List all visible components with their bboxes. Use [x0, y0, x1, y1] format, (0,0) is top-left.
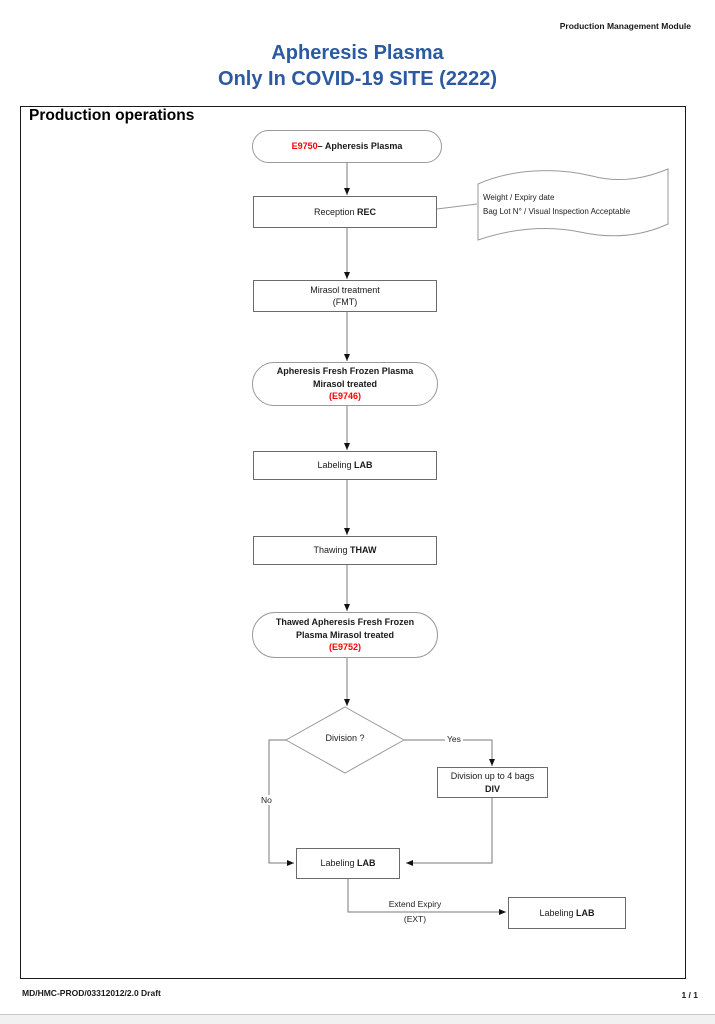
note-shape: [477, 168, 669, 241]
page-title: Apheresis Plasma Only In COVID-19 SITE (…: [0, 40, 715, 92]
start-code: E9750: [291, 141, 318, 152]
node-ffp-mirasol-treated: Apheresis Fresh Frozen Plasma Mirasol tr…: [252, 362, 438, 406]
module-label: Production Management Module: [559, 21, 691, 31]
footer-page-number: 1 / 1: [681, 990, 698, 1000]
page-bottom-strip: [0, 1014, 715, 1024]
mirasol-line2: (FMT): [332, 297, 358, 307]
division-code: DIV: [484, 783, 500, 794]
mirasol-line1: Mirasol treatment: [310, 284, 380, 295]
thawing-label: Thawing THAW: [313, 545, 377, 556]
labeling2-label: Labeling LAB: [320, 858, 376, 869]
note-line2: Bag Lot N° / Visual Inspection Acceptabl…: [483, 206, 631, 216]
node-thawed-ffp: Thawed Apheresis Fresh Frozen Plasma Mir…: [252, 612, 438, 658]
node-reception: Reception REC: [253, 196, 437, 228]
node-labeling-2: Labeling LAB: [296, 848, 400, 879]
ffp-line2: Mirasol treated: [312, 378, 378, 389]
node-labeling-3: Labeling LAB: [508, 897, 626, 929]
node-thawing: Thawing THAW: [253, 536, 437, 565]
page-title-line2: Only In COVID-19 SITE (2222): [218, 68, 497, 90]
section-title: Production operations: [29, 107, 195, 124]
reception-label: Reception REC: [313, 206, 377, 217]
thawed-line1: Thawed Apheresis Fresh Frozen: [275, 617, 415, 628]
decision-label: Division ?: [325, 733, 365, 743]
node-division: Division up to 4 bags DIV: [437, 767, 548, 798]
decision-no-label: No: [259, 795, 274, 805]
decision-yes-label: Yes: [445, 734, 463, 744]
footer-doc-reference: MD/HMC-PROD/03312012/2.0 Draft: [22, 988, 161, 998]
labeling3-label: Labeling LAB: [539, 907, 595, 918]
page-title-line1: Apheresis Plasma: [271, 42, 444, 64]
node-mirasol-treatment: Mirasol treatment (FMT): [253, 280, 437, 312]
node-labeling-1: Labeling LAB: [253, 451, 437, 480]
note-annotation: Weight / Expiry date Bag Lot N° / Visual…: [483, 191, 673, 218]
flowchart-frame: [20, 106, 686, 979]
division-line1: Division up to 4 bags: [450, 771, 535, 781]
ffp-line1: Apheresis Fresh Frozen Plasma: [276, 366, 414, 377]
start-label: E9750– Apheresis Plasma: [291, 141, 403, 152]
node-start-apheresis-plasma: E9750– Apheresis Plasma: [252, 130, 442, 163]
decision-diamond: [284, 706, 406, 774]
thawed-line2: Plasma Mirasol treated: [295, 629, 395, 640]
thawed-code: (E9752): [328, 642, 362, 653]
extend-expiry-code: (EXT): [403, 914, 427, 924]
note-line1: Weight / Expiry date: [483, 193, 555, 202]
ffp-code: (E9746): [328, 391, 362, 402]
labeling1-label: Labeling LAB: [317, 460, 373, 471]
extend-expiry-label: Extend Expiry: [388, 899, 442, 909]
